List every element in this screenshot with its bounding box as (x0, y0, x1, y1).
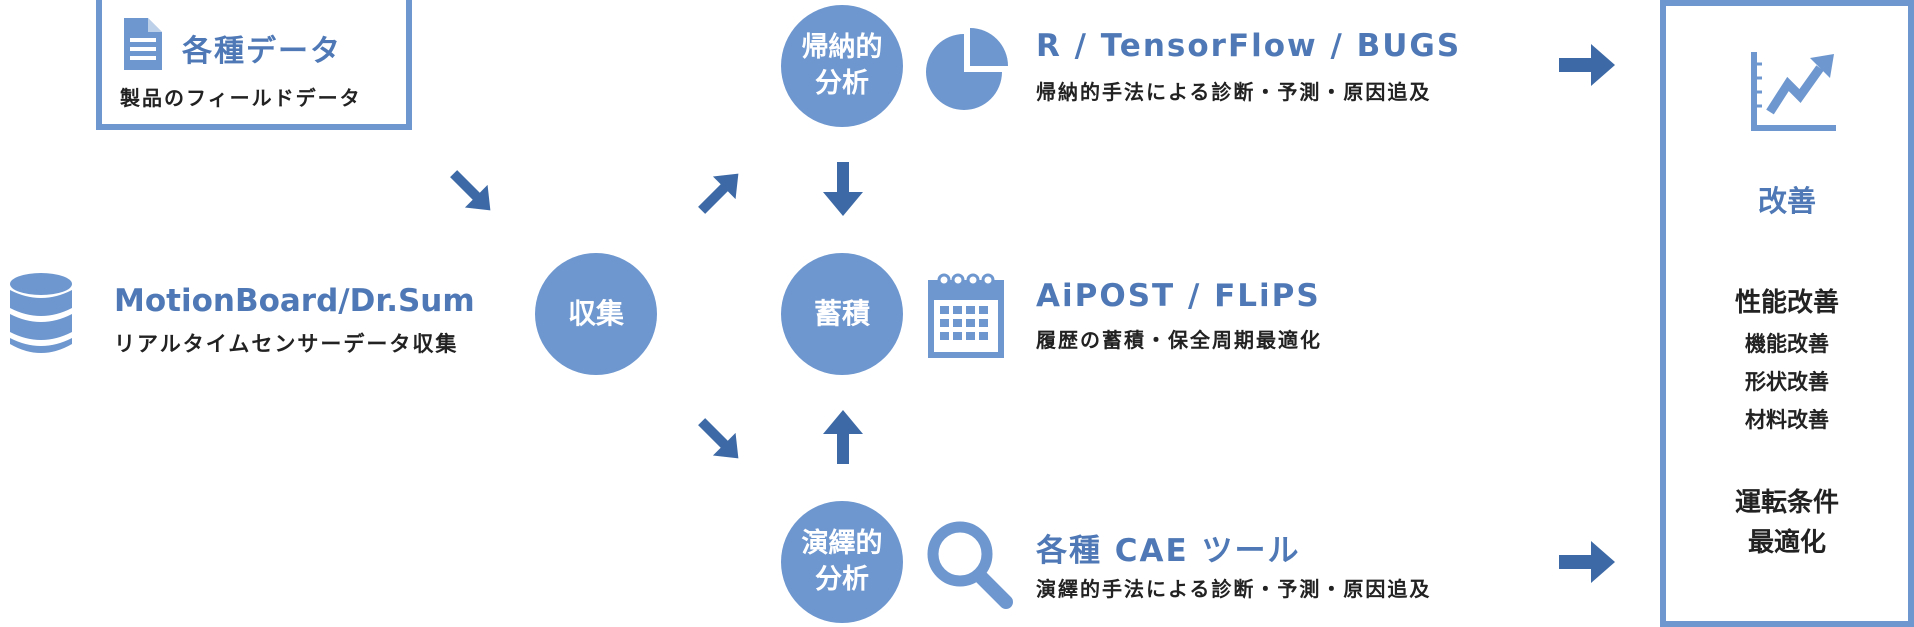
improvement-heading: 改善 (1757, 184, 1816, 218)
arrow-icon (698, 173, 739, 214)
arrow-icon (823, 162, 863, 216)
performance-title: 性能改善 (1734, 288, 1839, 318)
accumulate-tool-title: AiPOST / FLiPS (1036, 278, 1321, 314)
improvement-box: 改善 性能改善 機能改善 形状改善 材料改善 運転条件 最適化 (1660, 0, 1914, 627)
calendar-icon (928, 273, 1004, 358)
trend-chart-icon (1751, 52, 1836, 131)
realtime-subtitle: リアルタイムセンサーデータ収集 (114, 332, 459, 356)
improvement-item: 形状改善 (1745, 370, 1829, 394)
pie-chart-icon (926, 28, 1008, 110)
field-data-subtitle: 製品のフィールドデータ (120, 86, 362, 110)
realtime-title: MotionBoard/Dr.Sum (114, 283, 475, 319)
arrow-icon (450, 170, 491, 211)
improvement-item: 材料改善 (1745, 408, 1829, 432)
arrow-icon (698, 418, 739, 459)
accumulate-tool-subtitle: 履歴の蓄積・保全周期最適化 (1036, 328, 1322, 352)
deductive-tool-title: 各種 CAE ツール (1036, 533, 1301, 569)
inductive-analysis-node: 帰納的 分析 (781, 5, 903, 127)
deductive-analysis-node: 演繹的 分析 (781, 501, 903, 623)
field-data-title: 各種データ (182, 34, 342, 69)
database-icon (10, 273, 72, 353)
document-icon (124, 18, 162, 70)
arrow-icon (1559, 44, 1615, 86)
magnifier-icon (927, 521, 1013, 609)
accumulate-node: 蓄積 (781, 253, 903, 375)
operation-condition-line1: 運転条件 (1734, 488, 1839, 518)
arrow-icon (823, 410, 863, 464)
inductive-tool-title: R / TensorFlow / BUGS (1036, 28, 1462, 64)
collect-node: 収集 (535, 253, 657, 375)
improvement-item: 機能改善 (1745, 332, 1829, 356)
inductive-tool-subtitle: 帰納的手法による診断・予測・原因追及 (1036, 80, 1432, 104)
operation-condition-line2: 最適化 (1747, 528, 1826, 558)
arrow-icon (1559, 541, 1615, 583)
deductive-tool-subtitle: 演繹的手法による診断・予測・原因追及 (1036, 577, 1432, 601)
field-data-box: 各種データ 製品のフィールドデータ (96, 0, 412, 130)
